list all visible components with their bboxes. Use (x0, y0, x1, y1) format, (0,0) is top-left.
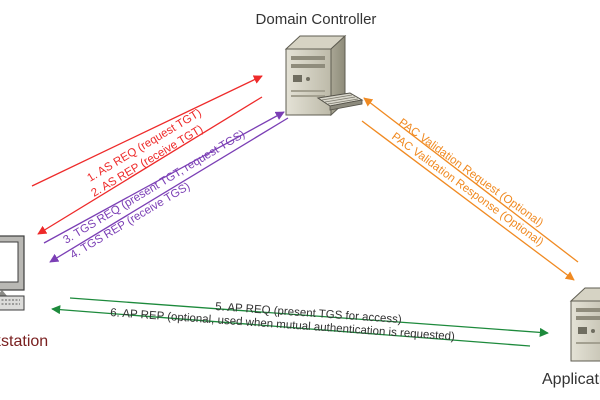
tgs-req-arrow (43, 111, 285, 244)
pac-request-label: PAC Validation Request (Optional) (396, 117, 545, 230)
pac-response-label: PAC Validation Response (Optional) (389, 131, 545, 249)
workstation-label: Workstation (0, 333, 48, 350)
domain-controller-server-icon (284, 34, 364, 117)
tgs-rep-arrow (49, 117, 289, 263)
application-server-icon (569, 287, 600, 362)
domain-controller-label: Domain Controller (256, 11, 377, 28)
ap-req-arrow (69, 297, 549, 337)
workstation-computer-icon (0, 235, 25, 311)
as-rep-arrow (37, 96, 263, 235)
pac-response-arrow (361, 120, 575, 281)
ap-rep-arrow (51, 305, 531, 347)
as-req-arrow (31, 75, 263, 187)
pac-request-arrow (363, 97, 579, 263)
application-server-label: Application Server (542, 371, 600, 388)
